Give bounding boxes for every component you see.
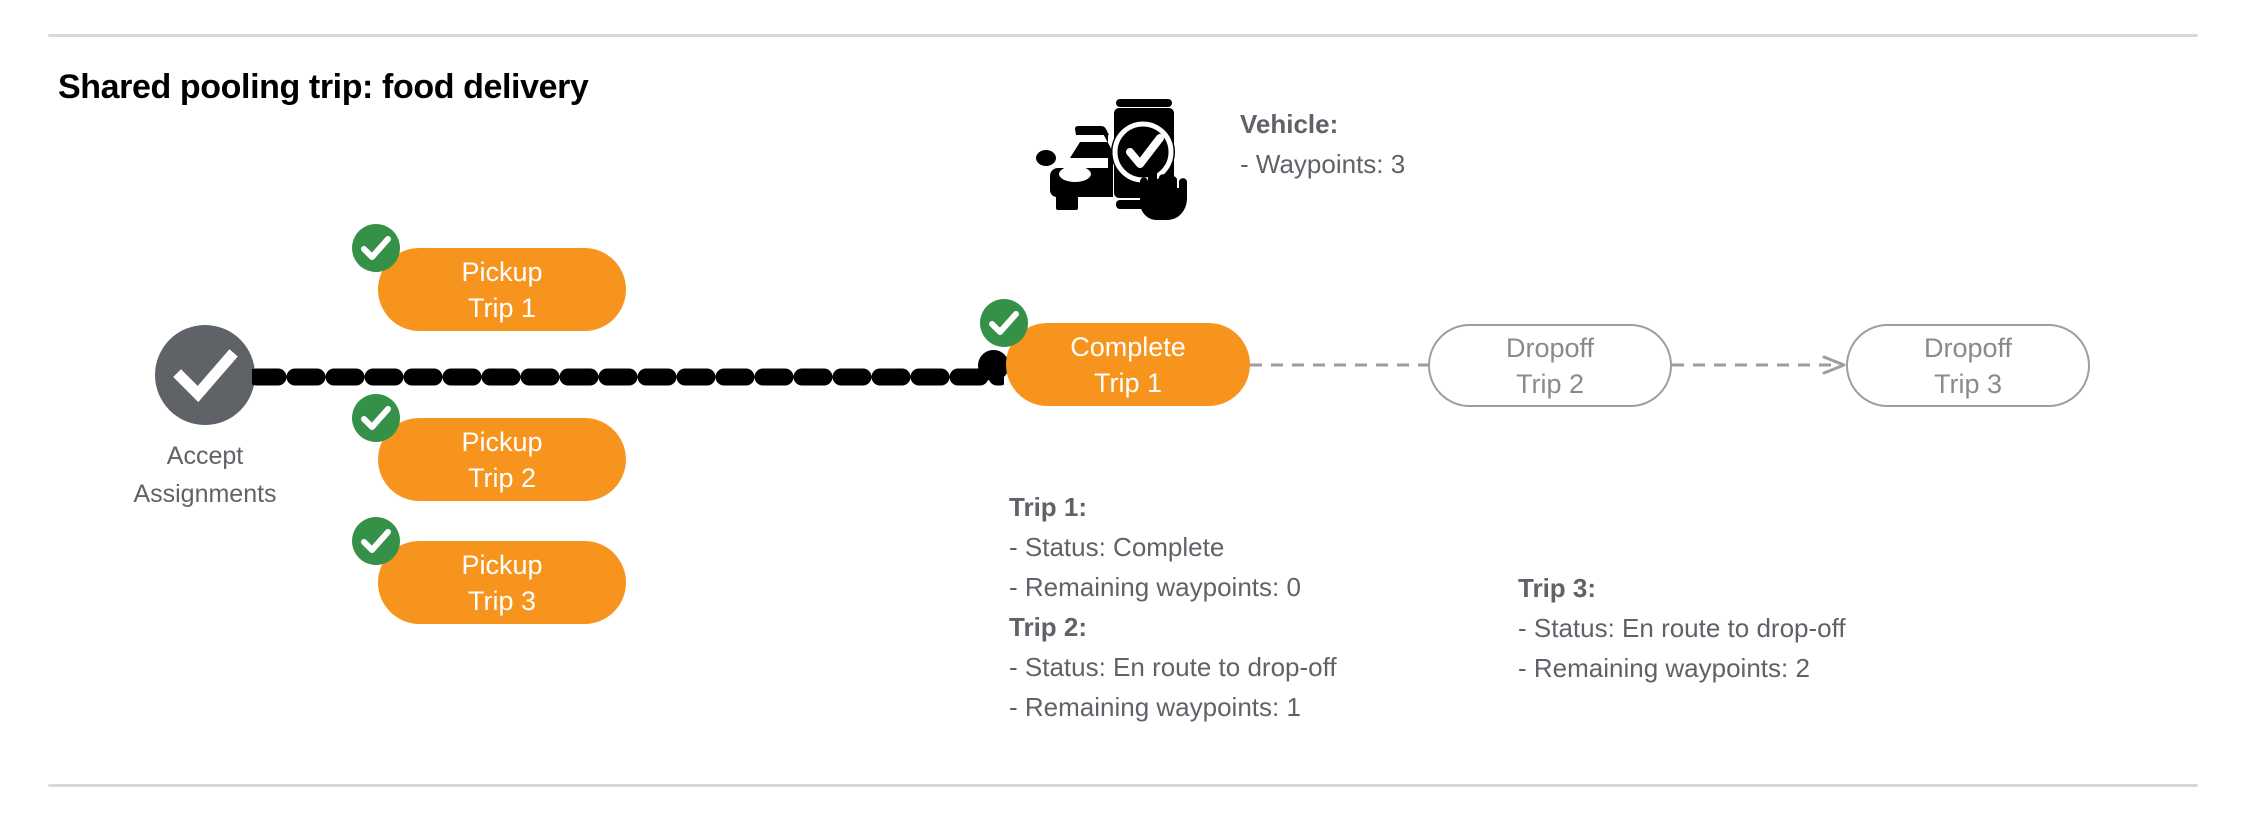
node-dropoff-trip-2[interactable]: Dropoff Trip 2 — [1428, 324, 1672, 407]
accept-label-line1: Accept — [166, 442, 244, 470]
vehicle-info-block: Vehicle: - Waypoints: 3 — [1240, 104, 1405, 184]
trip1-heading: Trip 1: — [1009, 492, 1088, 522]
dropoff2-to-dropoff3-arrow — [1672, 355, 1848, 375]
node-label-line1: Pickup — [461, 426, 543, 457]
node-pickup-trip-2[interactable]: Pickup Trip 2 — [352, 394, 626, 501]
node-complete-trip-1[interactable]: Complete Trip 1 — [980, 299, 1250, 406]
trip3-status: - Status: En route to drop-off — [1518, 613, 1846, 643]
node-label-line1: Pickup — [461, 256, 543, 287]
node-label-line1: Complete — [1070, 331, 1186, 362]
accept-assignments-label: Accept Assignments — [127, 437, 283, 513]
check-icon — [173, 349, 238, 403]
trip1-status: - Status: Complete — [1009, 532, 1225, 562]
node-label-line2: Trip 3 — [1933, 368, 2002, 399]
check-badge-icon — [352, 517, 400, 565]
check-badge-icon — [352, 394, 400, 442]
vehicle-waypoints: - Waypoints: 3 — [1240, 149, 1406, 179]
trip-details-right: Trip 3: - Status: En route to drop-off -… — [1518, 568, 1846, 688]
node-label-line2: Trip 1 — [467, 292, 536, 323]
accept-circle — [155, 325, 255, 425]
top-divider — [48, 34, 2198, 37]
node-label-line1: Dropoff — [1505, 332, 1595, 363]
trip2-status: - Status: En route to drop-off — [1009, 652, 1337, 682]
trip2-heading: Trip 2: — [1009, 612, 1088, 642]
check-badge-icon — [352, 224, 400, 272]
accept-to-complete-connector — [247, 362, 1009, 392]
node-label-line2: Trip 3 — [467, 585, 536, 616]
connector-endpoint-dot — [978, 350, 1009, 381]
bottom-divider — [48, 784, 2198, 787]
accept-assignments-node[interactable]: Accept Assignments — [133, 325, 277, 513]
node-dropoff-trip-3[interactable]: Dropoff Trip 3 — [1846, 324, 2090, 407]
node-label-line2: Trip 2 — [467, 462, 536, 493]
node-pickup-trip-1[interactable]: Pickup Trip 1 — [352, 224, 626, 331]
check-badge-icon — [980, 299, 1028, 347]
trip3-remaining-waypoints: - Remaining waypoints: 2 — [1518, 653, 1810, 683]
trip-details-left: Trip 1: - Status: Complete - Remaining w… — [1009, 487, 1337, 727]
node-pickup-trip-3[interactable]: Pickup Trip 3 — [352, 517, 626, 624]
car-phone-check-icon — [1032, 82, 1192, 222]
node-label-line1: Dropoff — [1923, 332, 2013, 363]
node-label-line2: Trip 2 — [1515, 368, 1584, 399]
trip2-remaining-waypoints: - Remaining waypoints: 1 — [1009, 692, 1301, 722]
vehicle-heading: Vehicle: — [1240, 109, 1339, 139]
node-label-line1: Pickup — [461, 549, 543, 580]
trip1-remaining-waypoints: - Remaining waypoints: 0 — [1009, 572, 1301, 602]
node-label-line2: Trip 1 — [1093, 367, 1162, 398]
accept-label-line2: Assignments — [133, 480, 277, 508]
complete-to-dropoff2-connector — [1250, 355, 1430, 375]
page-title: Shared pooling trip: food delivery — [58, 68, 589, 106]
trip3-heading: Trip 3: — [1518, 573, 1597, 603]
